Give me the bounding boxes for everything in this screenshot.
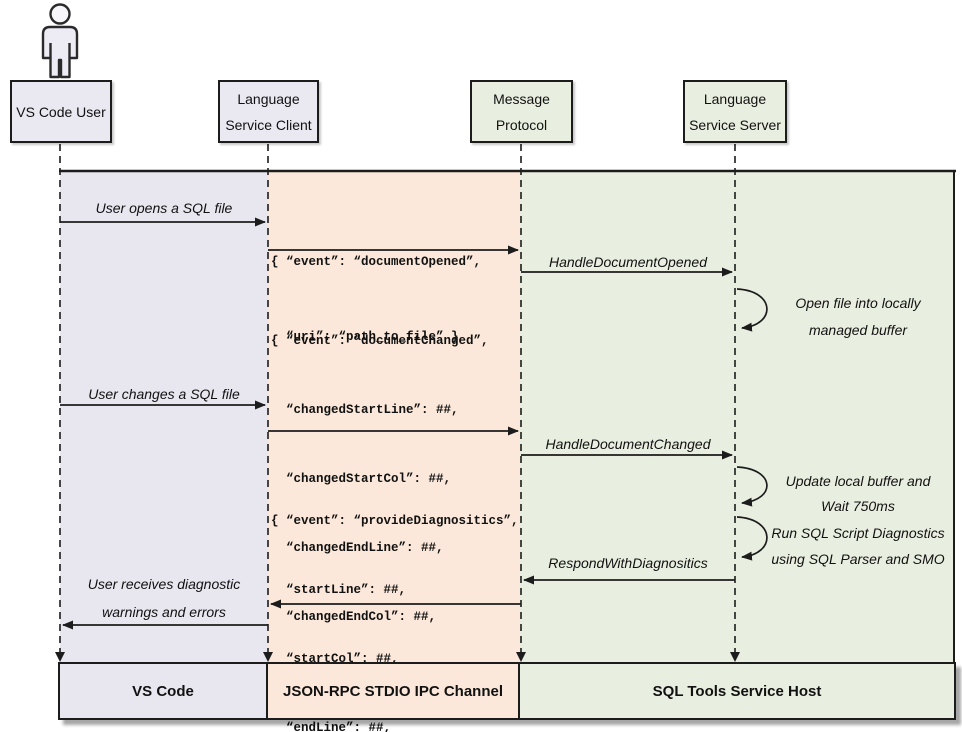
header-label: Language bbox=[703, 90, 767, 107]
header-label: Service Client bbox=[225, 116, 312, 133]
lane-vscode bbox=[60, 172, 268, 662]
lane-ipc-channel bbox=[268, 172, 520, 662]
note-update-buffer: Update local buffer and Wait 750ms bbox=[785, 473, 931, 514]
label-user-receives: User receives diagnostic warnings and er… bbox=[87, 576, 241, 620]
header-label: Service Server bbox=[689, 116, 781, 133]
header-label: Protocol bbox=[495, 116, 548, 133]
note-run-diagnostics: Run SQL Script Diagnostics using SQL Par… bbox=[771, 525, 945, 567]
header-message-protocol: Message Protocol bbox=[470, 80, 573, 143]
header-language-service-server: Language Service Server bbox=[683, 80, 787, 143]
payload-document-opened: { “event”: “documentOpened”, “uri”: “pat… bbox=[271, 255, 482, 344]
payload-provide-diagnostics: { “event”: “provideDiagnositics”, “start… bbox=[271, 514, 519, 732]
footer-service-host: SQL Tools Service Host bbox=[518, 664, 954, 718]
person-icon bbox=[41, 3, 79, 79]
label-user-opens: User opens a SQL file bbox=[95, 200, 233, 216]
footer-row: VS Code JSON-RPC STDIO IPC Channel SQL T… bbox=[58, 662, 956, 720]
header-label: VS Code User bbox=[16, 103, 106, 120]
label-handle-opened: HandleDocumentOpened bbox=[549, 254, 707, 270]
lane-service-host bbox=[520, 172, 955, 662]
header-label: Message bbox=[493, 90, 550, 107]
label-respond-with-diagnostics: RespondWithDiagnositics bbox=[548, 555, 708, 571]
header-label: Language bbox=[237, 90, 300, 107]
footer-ipc-channel: JSON-RPC STDIO IPC Channel bbox=[266, 664, 518, 718]
footer-vscode: VS Code bbox=[60, 664, 266, 718]
note-open-file: Open file into locally managed buffer bbox=[795, 295, 921, 338]
header-vscode-user: VS Code User bbox=[10, 80, 112, 143]
header-language-service-client: Language Service Client bbox=[218, 80, 319, 143]
label-handle-changed: HandleDocumentChanged bbox=[545, 436, 711, 452]
label-user-changes: User changes a SQL file bbox=[88, 386, 240, 402]
